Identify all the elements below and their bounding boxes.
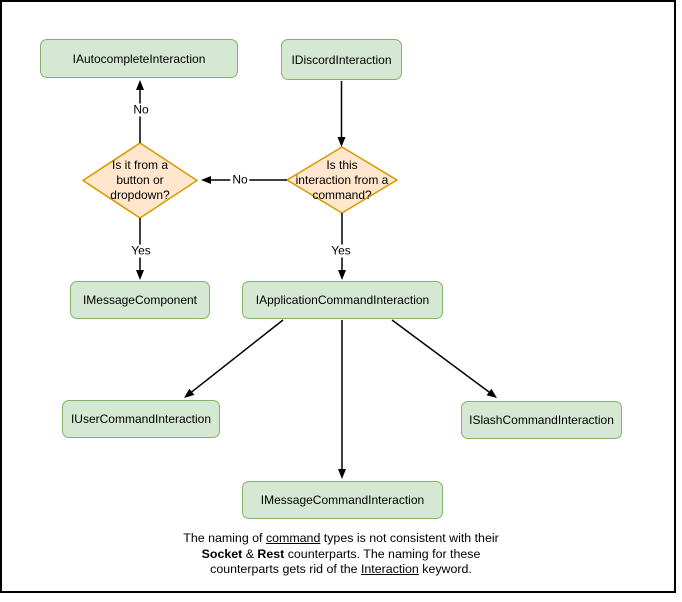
naming-note-line1: The naming of command types is not consi… [183,531,499,545]
edge-application-to-user-command [191,319,284,393]
node-message-component: IMessageComponent [70,281,210,319]
edge-label-yes-to-application-command: Yes [329,243,353,258]
arrowhead-to-slash-command [486,388,497,398]
edge-label-no-to-autocomplete: No [131,102,151,117]
underlined-word-interaction: Interaction [360,562,419,576]
naming-note: The naming of command types is not consi… [0,531,682,578]
decision-line: Is this [326,157,358,172]
decision-from-command-text: Is this interaction from a command? [287,147,397,213]
node-autocomplete-interaction: IAutocompleteInteraction [40,39,238,78]
naming-note-line2: Socket & Rest counterparts. The naming f… [201,546,481,561]
arrowhead-to-autocomplete [136,80,144,90]
bold-word-socket: Socket [201,546,243,561]
node-slash-command-interaction: ISlashCommandInteraction [461,401,622,439]
decision-line: dropdown? [110,188,170,202]
arrowhead-to-application-command [338,270,346,280]
decision-line: interaction from a [295,172,389,187]
edge-label-yes-to-message-component: Yes [129,243,153,258]
arrowhead-to-message-command [338,469,346,479]
node-application-command-interaction: IApplicationCommandInteraction [242,281,443,319]
node-discord-interaction: IDiscordInteraction [281,39,402,80]
node-message-command-interaction: IMessageCommandInteraction [242,481,443,519]
edge-label-no-to-button-dropdown: No [230,172,250,187]
naming-note-line3: counterparts gets rid of the Interaction… [210,562,472,576]
decision-line: command? [312,187,372,202]
decision-line: button or [116,173,164,187]
underlined-word-command: command [265,531,321,545]
bold-word-rest: Rest [257,546,285,561]
decision-button-or-dropdown-text: Is it from a button or dropdown? [83,143,197,218]
arrowhead-to-message-component [136,270,144,280]
arrowhead-to-button-dropdown-decision [201,176,211,184]
arrowhead-to-command-decision [337,137,346,147]
decision-line: Is it from a [111,158,168,172]
arrowhead-to-user-command [184,388,195,398]
node-user-command-interaction: IUserCommandInteraction [62,400,220,438]
edge-application-to-slash-command [391,319,490,393]
